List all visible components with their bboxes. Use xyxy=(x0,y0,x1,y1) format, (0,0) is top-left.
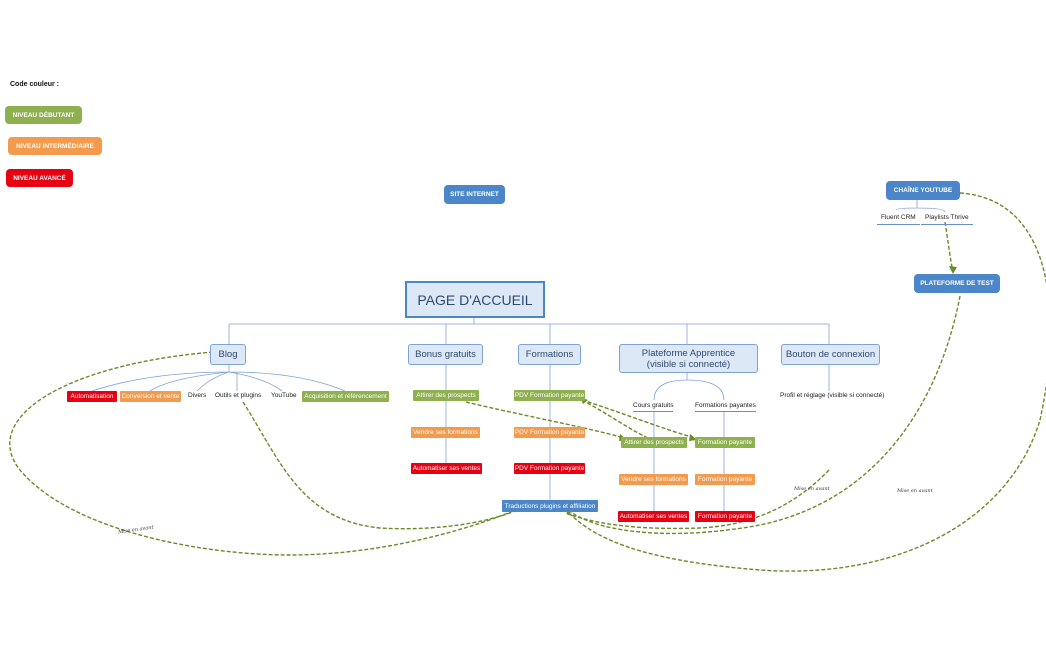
legend-intermediate: NIVEAU INTERMÉDIAIRE xyxy=(8,137,102,155)
blog-acquisition[interactable]: Acquisition et référencement xyxy=(302,391,389,402)
plateforme-de-test-node[interactable]: PLATEFORME DE TEST xyxy=(914,274,1000,293)
blog-automatisation[interactable]: Automatisation xyxy=(67,391,117,402)
blog-divers[interactable]: Divers xyxy=(188,392,207,399)
blog-outils[interactable]: Outils et plugins xyxy=(215,392,262,399)
blog-node[interactable]: Blog xyxy=(210,344,246,365)
plateforme-formations-payantes[interactable]: Formations payantes xyxy=(695,402,756,412)
plateforme-node[interactable]: Plateforme Apprentice (visible si connec… xyxy=(619,344,758,373)
chaine-youtube-node[interactable]: CHAÎNE YOUTUBE xyxy=(886,181,960,200)
plateforme-cours-gratuits[interactable]: Cours gratuits xyxy=(633,402,674,412)
legend-beginner: NIVEAU DÉBUTANT xyxy=(5,106,82,124)
plateforme-formation-payante-1[interactable]: Formation payante xyxy=(695,437,755,448)
blog-youtube[interactable]: YouTube xyxy=(271,392,297,399)
formation-pdv-3[interactable]: PDV Formation payante xyxy=(514,463,585,474)
plateforme-formation-payante-3[interactable]: Formation payante xyxy=(695,511,755,522)
connexion-profil[interactable]: Profil et réglage (visible si connecté) xyxy=(780,392,885,399)
formation-pdv-2[interactable]: PDV Formation payante xyxy=(514,427,585,438)
mise-en-avant-label-2: Mise en avant xyxy=(794,486,830,492)
formations-node[interactable]: Formations xyxy=(518,344,581,365)
formation-traductions[interactable]: Traductions plugins et affiliation xyxy=(502,500,598,512)
formation-pdv-1[interactable]: PDV Formation payante xyxy=(514,390,585,401)
plateforme-vendre[interactable]: Vendre ses formations xyxy=(619,474,688,485)
plateforme-attirer[interactable]: Attirer des prospects xyxy=(621,437,687,448)
bonus-vendre[interactable]: Vendre ses formations xyxy=(411,427,480,438)
page-accueil-node[interactable]: PAGE D'ACCUEIL xyxy=(405,281,545,318)
site-internet-node[interactable]: SITE INTERNET xyxy=(444,185,505,204)
bonus-node[interactable]: Bonus gratuits xyxy=(408,344,483,365)
connexion-node[interactable]: Bouton de connexion xyxy=(781,344,880,365)
bonus-automatiser[interactable]: Automatiser ses ventes xyxy=(411,463,482,474)
youtube-playlists-thrive[interactable]: Playlists Thrive xyxy=(921,214,973,225)
blog-conversion[interactable]: Conversion et vente xyxy=(120,391,181,402)
plateforme-automatiser[interactable]: Automatiser ses ventes xyxy=(618,511,689,522)
youtube-fluent-crm[interactable]: Fluent CRM xyxy=(877,214,920,225)
bonus-attirer[interactable]: Attirer des prospects xyxy=(413,390,479,401)
legend-title: Code couleur : xyxy=(10,81,60,88)
mise-en-avant-label-3: Mise en avant xyxy=(897,488,933,494)
plateforme-formation-payante-2[interactable]: Formation payante xyxy=(695,474,755,485)
legend-advanced: NIVEAU AVANCÉ xyxy=(6,169,73,187)
